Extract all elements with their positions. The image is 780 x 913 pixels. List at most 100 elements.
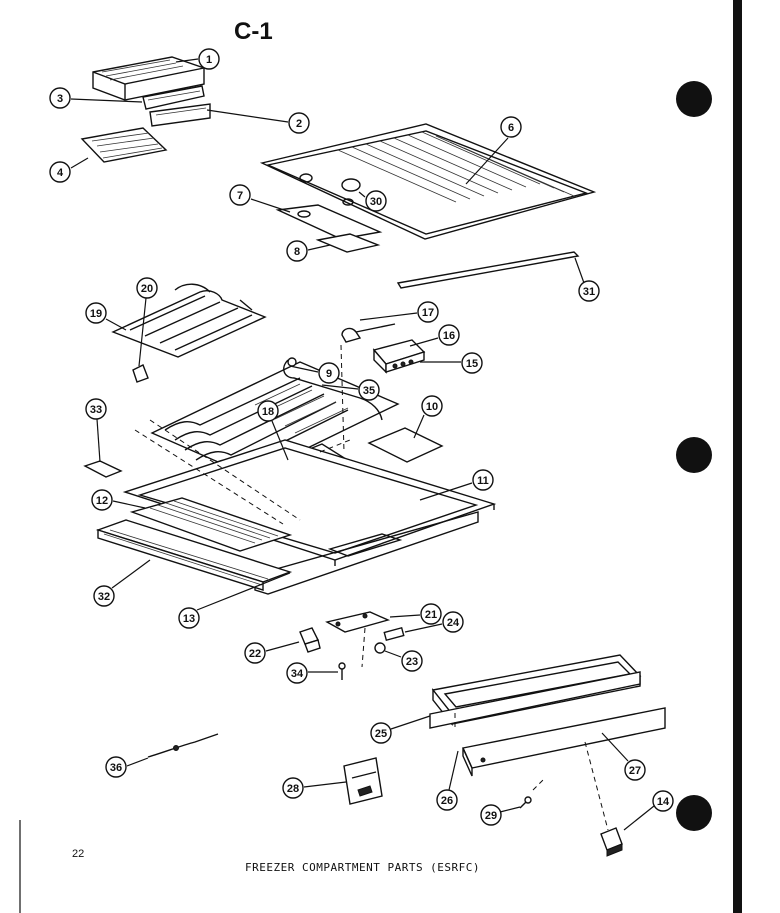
part-screw — [338, 662, 346, 680]
part-thermostat — [299, 627, 321, 653]
callout-label: 8 — [294, 246, 300, 258]
callout-circle — [85, 302, 107, 324]
part-cover-support — [429, 671, 666, 777]
callout-label: 19 — [90, 308, 102, 320]
callout-label: 25 — [375, 728, 387, 740]
callout-label: 35 — [363, 385, 375, 397]
callout-label: 17 — [422, 307, 434, 319]
callout-circle — [318, 362, 340, 384]
callout-label: 32 — [98, 591, 110, 603]
page-number: 22 — [72, 848, 84, 860]
callout-circle — [198, 48, 220, 70]
callout-circle — [49, 87, 71, 109]
callout-circle — [365, 190, 387, 212]
callout-label: 6 — [508, 122, 514, 134]
callout-label: 20 — [141, 283, 153, 295]
part-thermostat-bracket — [325, 611, 391, 633]
callout-label: 4 — [57, 167, 64, 179]
callout-circle — [282, 777, 304, 799]
punch-hole-bottom — [676, 795, 712, 831]
callout-label: 22 — [249, 648, 261, 660]
part-wire — [147, 733, 219, 758]
callout-circle — [436, 789, 458, 811]
part-frame-screw — [519, 796, 532, 809]
part-small-clip — [374, 642, 386, 654]
punch-hole-middle — [676, 437, 712, 473]
callouts: 1 2 3 4 6 30 7 8 31 19 — [49, 48, 674, 831]
callout-label: 10 — [426, 401, 438, 413]
callout-circle — [500, 116, 522, 138]
part-evaporator-grille — [129, 497, 293, 552]
part-mount-bracket — [343, 757, 383, 805]
callout-circle — [49, 161, 71, 183]
callout-circle — [244, 642, 266, 664]
part-control-box — [372, 339, 426, 374]
part-frame-clip — [600, 827, 623, 857]
callout-circle — [442, 611, 464, 633]
callout-circle — [624, 759, 646, 781]
part-trim-strip — [396, 251, 580, 289]
callout-label: 11 — [477, 475, 489, 487]
part-side-bracket — [83, 460, 123, 478]
callout-label: 3 — [57, 93, 63, 105]
callout-circle — [370, 722, 392, 744]
callout-circle — [420, 603, 442, 625]
callout-circle — [288, 112, 310, 134]
callout-circle — [91, 489, 113, 511]
callout-circle — [257, 400, 279, 422]
binding-edge — [733, 0, 742, 913]
callout-label: 9 — [326, 368, 332, 380]
callout-circle — [652, 790, 674, 812]
diagram-title: C-1 — [234, 18, 273, 45]
callout-circle — [401, 650, 423, 672]
callout-label: 28 — [287, 783, 299, 795]
callout-circle — [438, 324, 460, 346]
callout-label: 21 — [425, 609, 437, 621]
callout-circle — [286, 240, 308, 262]
callout-label: 12 — [96, 495, 108, 507]
callout-label: 1 — [206, 54, 212, 66]
callout-circle — [136, 277, 158, 299]
callout-label: 16 — [443, 330, 455, 342]
punch-hole-top — [676, 81, 712, 117]
callout-circle — [178, 607, 200, 629]
part-control-plate — [275, 204, 383, 253]
part-shelf-panel — [259, 123, 597, 240]
callout-label: 31 — [583, 286, 595, 298]
callout-label: 24 — [447, 617, 460, 629]
callout-label: 2 — [296, 118, 302, 130]
callout-label: 13 — [183, 613, 195, 625]
callout-label: 27 — [629, 765, 641, 777]
callout-circle — [358, 379, 380, 401]
callout-label: 14 — [657, 796, 670, 808]
part-fuse — [383, 626, 405, 642]
callout-circle — [105, 756, 127, 778]
callout-label: 15 — [466, 358, 478, 370]
part-bin-front — [149, 103, 211, 127]
callout-label: 29 — [485, 810, 497, 822]
callout-circle — [472, 469, 494, 491]
part-ice-bin — [92, 56, 205, 110]
callout-label: 30 — [370, 196, 382, 208]
callout-circle — [286, 662, 308, 684]
callout-circle — [93, 585, 115, 607]
figure-caption: FREEZER COMPARTMENT PARTS (ESRFC) — [245, 861, 480, 874]
callout-circle — [229, 184, 251, 206]
callout-label: 7 — [237, 190, 243, 202]
callout-circle — [85, 398, 107, 420]
callout-circle — [421, 395, 443, 417]
callout-label: 23 — [406, 656, 418, 668]
part-defrost-heater — [111, 283, 267, 383]
callout-label: 33 — [90, 404, 102, 416]
callout-label: 36 — [110, 762, 122, 774]
part-ice-tray — [80, 127, 168, 163]
part-evaporator-cover-right — [367, 427, 444, 463]
callout-circle — [480, 804, 502, 826]
callout-circle — [578, 280, 600, 302]
callout-label: 34 — [291, 668, 304, 680]
part-sensor — [341, 323, 396, 343]
callout-circle — [461, 352, 483, 374]
callout-circle — [417, 301, 439, 323]
callout-label: 26 — [441, 795, 453, 807]
